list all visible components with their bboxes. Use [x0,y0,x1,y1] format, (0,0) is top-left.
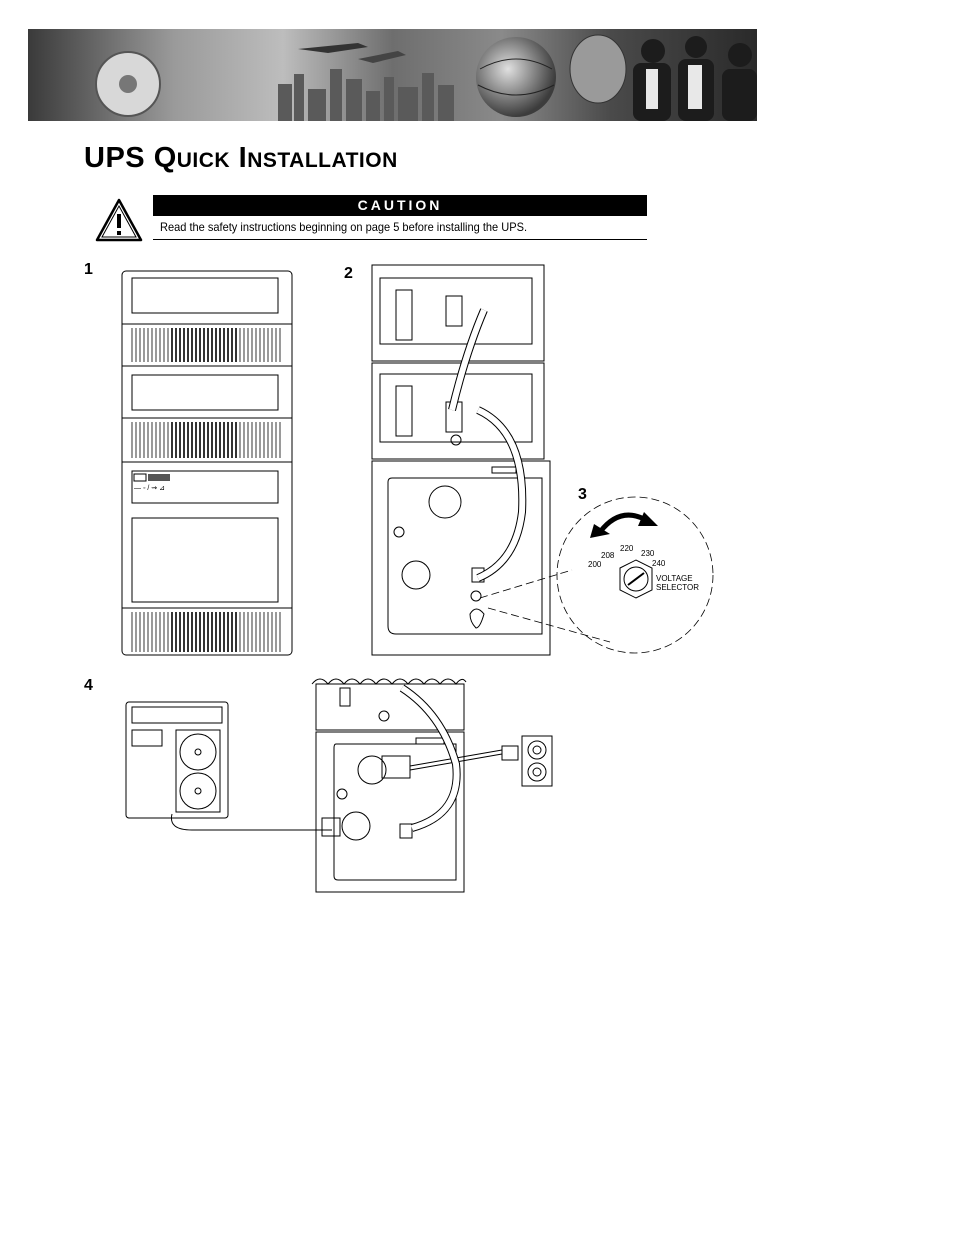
warning-triangle-icon [95,198,143,242]
voltage-value-240: 240 [652,559,666,568]
caution-divider [153,239,647,240]
step-number-4: 4 [84,677,93,694]
figure-3-voltage-selector: 200 208 220 230 240 VOLTAGE SELECTOR [479,496,714,654]
caution-label: CAUTION [153,195,647,216]
voltage-value-220: 220 [620,544,634,553]
page-title: UPS QUICK INSTALLATION [84,142,398,174]
step-number-3: 3 [578,486,587,503]
voltage-selector-label-2: SELECTOR [656,583,699,592]
voltage-selector-label-1: VOLTAGE [656,574,693,583]
figure-4-connect-equipment [125,678,553,893]
voltage-value-200: 200 [588,560,602,569]
voltage-value-230: 230 [641,549,655,558]
voltage-value-208: 208 [601,551,615,560]
step-number-2: 2 [344,265,353,282]
figure-2-ups-rear-connections [371,264,551,656]
header-banner-image [28,29,757,121]
step-number-1: 1 [84,261,93,278]
svg-text:— ◦ / ⇝ ⊿: — ◦ / ⇝ ⊿ [134,485,165,492]
figure-1-ups-front-stack: — ◦ / ⇝ ⊿ [121,270,293,656]
caution-text: Read the safety instructions beginning o… [160,220,528,234]
